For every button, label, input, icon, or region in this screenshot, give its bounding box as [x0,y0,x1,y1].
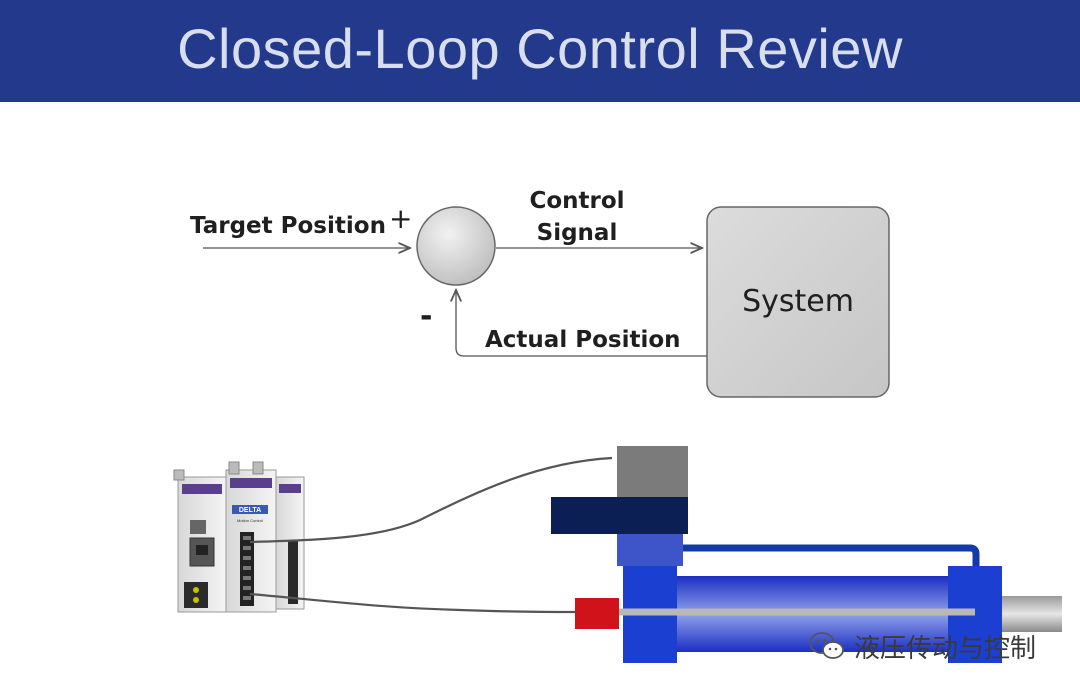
wechat-icon [809,632,844,659]
valve-manifold [617,534,683,566]
valve-body [551,497,688,534]
valve-solenoid [617,446,688,498]
control-signal-label-line1: Control [529,188,624,214]
valve-cable [249,592,579,614]
watermark: 液压传动与控制 [808,626,1036,666]
sensor-cable [249,456,613,544]
controller-module-label: Motion Control [237,518,263,523]
summing-junction [416,206,496,286]
feedback-path [456,290,707,357]
controller-logo: DELTA [239,507,261,514]
page-title: Closed-Loop Control Review [177,17,903,80]
system-block [706,206,890,398]
system-label: System [742,284,854,319]
target-position-label: Target Position [190,213,386,239]
actual-position-label: Actual Position [485,327,681,353]
piston-rod [1002,596,1062,632]
minus-sign: - [420,299,432,334]
watermark-text: 液压传动与控制 [854,633,1037,664]
motion-controller: DELTA Motion Control [173,461,305,613]
sensor-connector [575,598,619,629]
control-signal-label-line2: Signal [537,220,618,246]
hydraulic-line [683,544,980,566]
plus-sign: + [389,202,412,235]
title-bar [0,0,1080,102]
